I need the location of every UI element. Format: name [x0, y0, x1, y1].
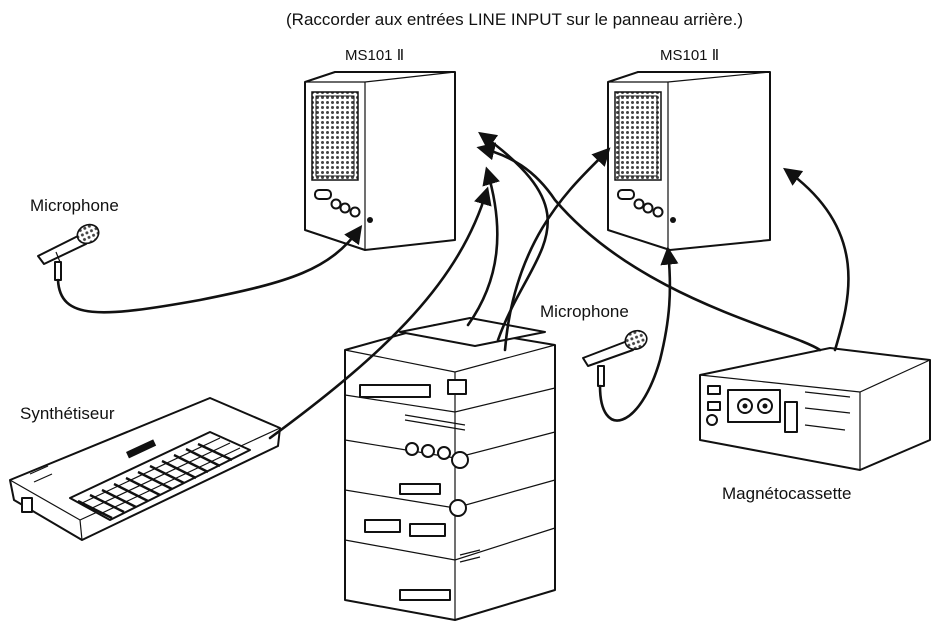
speaker-right-grille — [614, 91, 662, 181]
rear-panel-note: (Raccorder aux entrées LINE INPUT sur le… — [286, 10, 743, 29]
synthesizer — [9, 397, 281, 541]
mic-left-label: Microphone — [30, 196, 119, 215]
speaker-left-label: MS101 Ⅱ — [345, 47, 405, 64]
synth-label: Synthétiseur — [20, 404, 115, 423]
microphone-center — [582, 329, 648, 387]
mic-center-label: Microphone — [540, 302, 629, 321]
stereo-rack — [344, 317, 556, 621]
speaker-left — [304, 71, 456, 251]
cassette-deck — [699, 347, 931, 471]
cables — [56, 131, 850, 440]
cassette-label: Magnétocassette — [722, 484, 852, 503]
microphone-left — [37, 223, 100, 281]
speaker-left-grille — [311, 91, 359, 181]
speaker-right — [607, 71, 771, 251]
speaker-right-label: MS101 Ⅱ — [660, 47, 720, 64]
